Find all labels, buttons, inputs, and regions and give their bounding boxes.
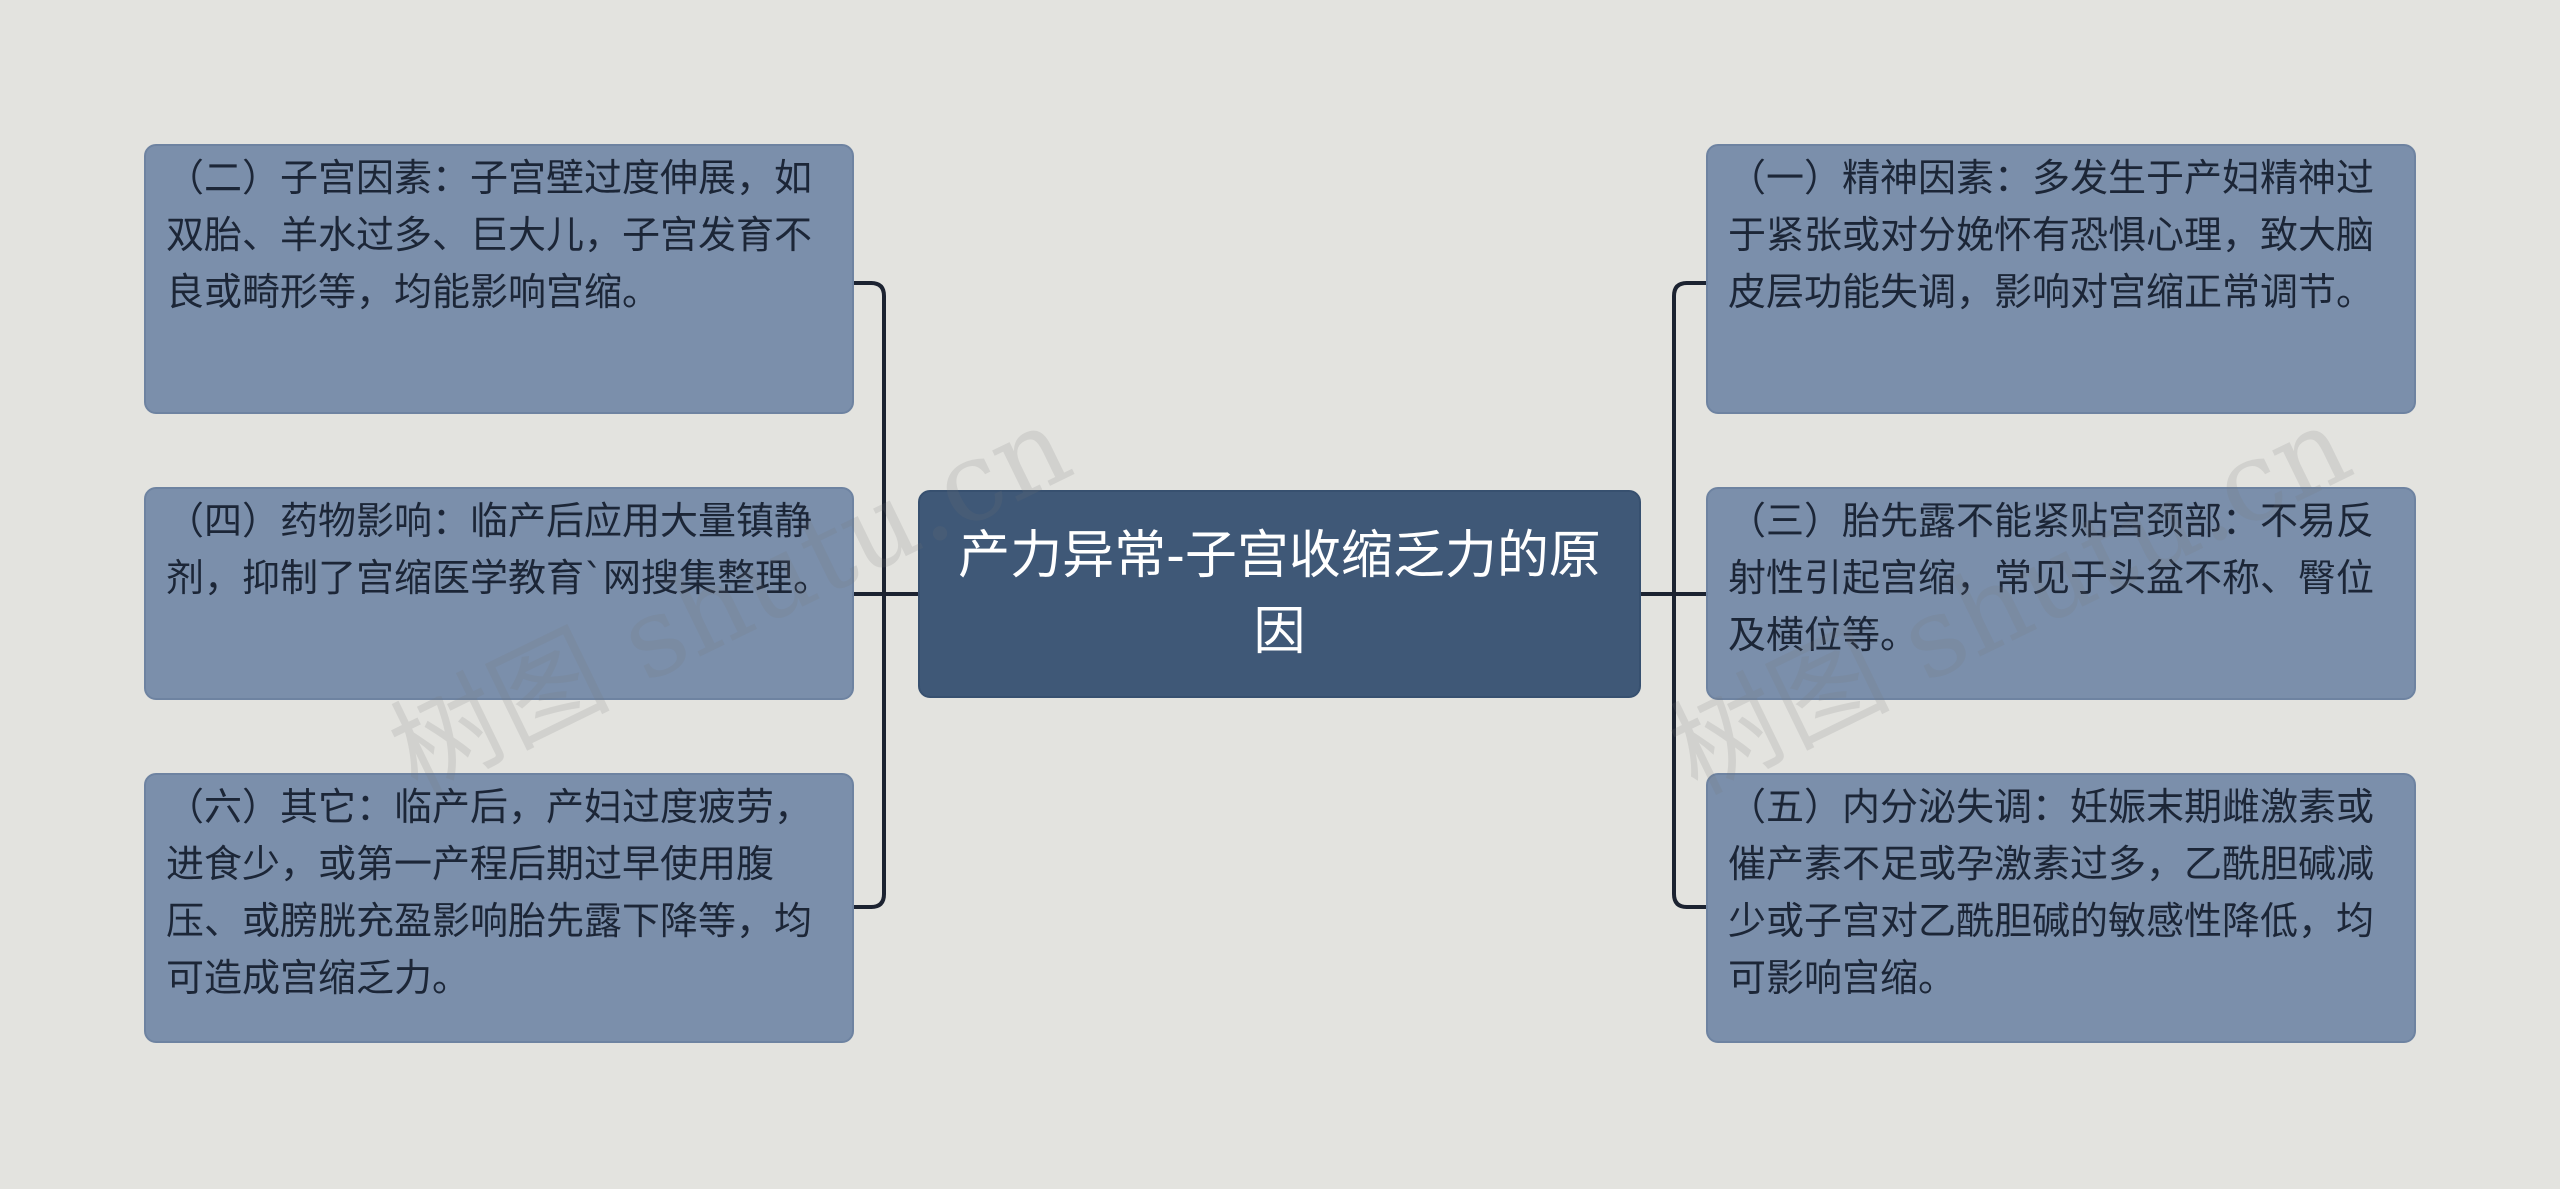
central-topic[interactable]: 产力异常-子宫收缩乏力的原因 — [918, 490, 1641, 698]
node-other-factors[interactable]: （六）其它：临产后，产妇过度疲劳，进食少，或第一产程后期过早使用腹压、或膀胱充盈… — [144, 773, 854, 1043]
node-fetal-presentation[interactable]: （三）胎先露不能紧贴宫颈部：不易反射性引起宫缩，常见于头盆不称、臀位及横位等。 — [1706, 487, 2416, 700]
node-drug-effects[interactable]: （四）药物影响：临产后应用大量镇静剂，抑制了宫缩医学教育`网搜集整理。 — [144, 487, 854, 700]
node-endocrine-disorder[interactable]: （五）内分泌失调：妊娠末期雌激素或催产素不足或孕激素过多，乙酰胆碱减少或子宫对乙… — [1706, 773, 2416, 1043]
node-mental-factors[interactable]: （一）精神因素：多发生于产妇精神过于紧张或对分娩怀有恐惧心理，致大脑皮层功能失调… — [1706, 144, 2416, 414]
node-uterine-factors[interactable]: （二）子宫因素：子宫壁过度伸展，如双胎、羊水过多、巨大儿，子宫发育不良或畸形等，… — [144, 144, 854, 414]
central-topic-title: 产力异常-子宫收缩乏力的原因 — [958, 526, 1601, 662]
